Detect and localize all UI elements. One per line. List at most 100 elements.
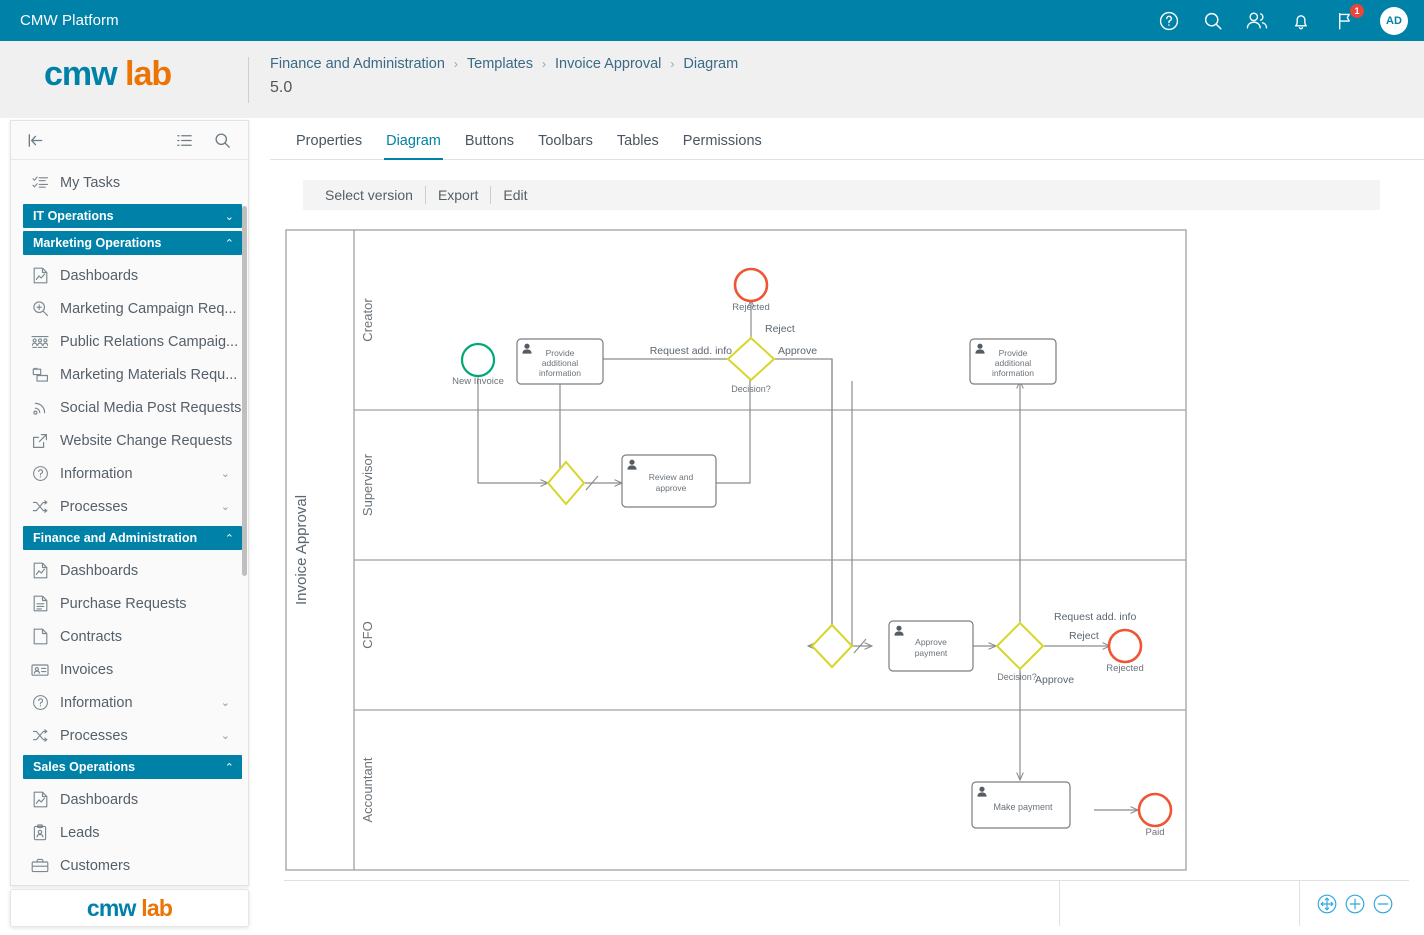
sidebar-item-leads[interactable]: Leads (11, 816, 248, 849)
task-label-line1: Provide (546, 348, 575, 358)
chevron-down-icon: ⌄ (220, 468, 230, 480)
avatar[interactable]: AD (1380, 6, 1408, 35)
task-approve-payment[interactable]: Approve payment (888, 620, 974, 672)
footer-logo-lab: lab (141, 894, 173, 921)
start-event-new-invoice[interactable]: New Invoice (452, 342, 504, 387)
task-make-payment[interactable]: Make payment (971, 781, 1071, 829)
zoom-in-icon[interactable] (1344, 893, 1366, 915)
sidebar-item-label: Information (60, 465, 133, 482)
sidebar-group-sales-operations[interactable]: Sales Operations ⌃ (23, 755, 242, 779)
gateway-label: Decision? (731, 384, 771, 394)
task-provide-additional-information-2[interactable]: Provide additional information (969, 338, 1057, 385)
zoom-out-icon[interactable] (1372, 893, 1394, 915)
brand-logo-cmw: cmw (44, 55, 118, 93)
external-link-icon (29, 432, 51, 450)
chevron-down-icon: ⌄ (220, 730, 230, 742)
select-version-button[interactable]: Select version (325, 187, 413, 203)
sidebar-item-public-relations-campaigns[interactable]: Public Relations Campaig... (11, 325, 248, 358)
bell-icon[interactable] (1288, 8, 1314, 34)
tab-permissions[interactable]: Permissions (682, 133, 762, 149)
sidebar-header (11, 121, 248, 160)
top-bar: CMW Platform (0, 0, 1424, 41)
sidebar-item-marketing-campaign-requests[interactable]: Marketing Campaign Req... (11, 292, 248, 325)
tab-toolbars[interactable]: Toolbars (538, 133, 593, 149)
sidebar-item-website-change-requests[interactable]: Website Change Requests (11, 424, 248, 457)
sidebar-item-label: Marketing Campaign Req... (60, 300, 237, 317)
collapse-icon[interactable] (23, 128, 47, 152)
end-event-paid[interactable]: Paid (1137, 792, 1173, 838)
sidebar-group-finance-and-administration[interactable]: Finance and Administration ⌃ (23, 526, 242, 550)
search-icon[interactable] (210, 128, 234, 152)
breadcrumb-item-finance[interactable]: Finance and Administration (270, 56, 445, 72)
sidebar-footer-logo[interactable]: cmw lab (10, 889, 249, 927)
question-icon (29, 465, 51, 483)
flag-icon[interactable]: 1 (1332, 3, 1364, 34)
help-icon[interactable] (1156, 8, 1182, 34)
chevron-up-icon: ⌃ (224, 237, 234, 250)
sidebar-scrollbar[interactable] (242, 206, 247, 576)
sidebar-item-processes-marketing[interactable]: Processes ⌄ (11, 490, 248, 523)
fit-pan-icon[interactable] (1316, 893, 1338, 915)
sidebar-item-social-media-post-requests[interactable]: Social Media Post Requests (11, 391, 248, 424)
start-event-label: New Invoice (452, 376, 504, 387)
sidebar-item-dashboards-sales[interactable]: Dashboards (11, 783, 248, 816)
gateway-decision-1[interactable]: Decision? (726, 336, 776, 394)
list-icon[interactable] (172, 128, 196, 152)
search-icon[interactable] (1200, 8, 1226, 34)
sidebar-group-it-operations[interactable]: IT Operations ⌄ (23, 204, 242, 228)
sidebar-item-dashboards-finance[interactable]: Dashboards (11, 554, 248, 587)
tab-tables[interactable]: Tables (616, 133, 659, 149)
end-event-label: Rejected (732, 302, 770, 313)
sidebar-item-purchase-requests[interactable]: Purchase Requests (11, 587, 248, 620)
sidebar-group-label: IT Operations (33, 209, 114, 223)
tab-buttons[interactable]: Buttons (464, 133, 515, 149)
sidebar-item-label: Contracts (60, 628, 123, 645)
tab-diagram[interactable]: Diagram (374, 133, 453, 160)
task-review-and-approve[interactable]: Review and approve (621, 454, 717, 508)
edit-button[interactable]: Edit (503, 187, 528, 203)
breadcrumb-item-diagram[interactable]: Diagram (683, 56, 739, 72)
footer-logo-cmw: cmw (86, 894, 137, 921)
sidebar-group-marketing-operations[interactable]: Marketing Operations ⌃ (23, 231, 242, 255)
diagram-canvas[interactable]: Invoice Approval Creator Supervisor CFO … (284, 228, 1404, 873)
dashboard-icon (29, 791, 51, 809)
sidebar-item-customers[interactable]: Customers (11, 849, 248, 882)
sidebar-item-my-tasks[interactable]: My Tasks (11, 166, 248, 199)
chevron-up-icon: ⌃ (224, 532, 234, 545)
people-icon[interactable] (1244, 8, 1270, 34)
breadcrumb-item-invoice-approval[interactable]: Invoice Approval (555, 56, 662, 72)
end-event-rejected-2[interactable]: Rejected (1106, 628, 1144, 674)
edge-label-reject-2: Reject (1069, 630, 1099, 642)
chevron-down-icon: ⌄ (224, 210, 234, 223)
brand-logo[interactable]: cmw lab (44, 55, 172, 94)
lane-label-creator: Creator (360, 298, 375, 342)
sidebar-item-processes-finance[interactable]: Processes ⌄ (11, 719, 248, 752)
chevron-up-icon: ⌃ (224, 761, 234, 774)
sidebar-item-dashboards-marketing[interactable]: Dashboards (11, 259, 248, 292)
document-icon (29, 595, 51, 613)
sidebar-item-information-finance[interactable]: Information ⌄ (11, 686, 248, 719)
task-provide-additional-information-1[interactable]: Provide additional information (516, 338, 604, 385)
file-icon (29, 628, 51, 646)
sidebar-item-information-marketing[interactable]: Information ⌄ (11, 457, 248, 490)
sidebar-item-contracts[interactable]: Contracts (11, 620, 248, 653)
end-event-rejected-1[interactable]: Rejected (732, 267, 770, 313)
task-label-line1: Approve (915, 637, 947, 647)
task-label-line3: information (539, 368, 581, 378)
bpmn-diagram[interactable]: Invoice Approval Creator Supervisor CFO … (284, 228, 1404, 873)
sidebar-item-price-discount-requests[interactable]: Price Discount Requests (11, 882, 248, 885)
gateway-join-cfo[interactable] (810, 623, 867, 669)
gateway-decision-2[interactable]: Decision? (995, 621, 1045, 682)
sidebar-item-marketing-materials-requests[interactable]: Marketing Materials Requ... (11, 358, 248, 391)
briefcase-icon (29, 857, 51, 875)
breadcrumb-separator: › (453, 57, 458, 71)
sidebar-item-invoices[interactable]: Invoices (11, 653, 248, 686)
breadcrumb-item-templates[interactable]: Templates (466, 56, 533, 72)
gateway-join-supervisor[interactable] (546, 460, 599, 506)
task-label-line2: additional (995, 358, 1032, 368)
edge-labels: Reject Request add. info Approve Request… (650, 323, 1137, 686)
diagram-toolbar: Select version Export Edit (303, 180, 1380, 210)
export-button[interactable]: Export (437, 187, 479, 203)
version-label: 5.0 (270, 79, 293, 96)
tab-properties[interactable]: Properties (296, 133, 363, 149)
